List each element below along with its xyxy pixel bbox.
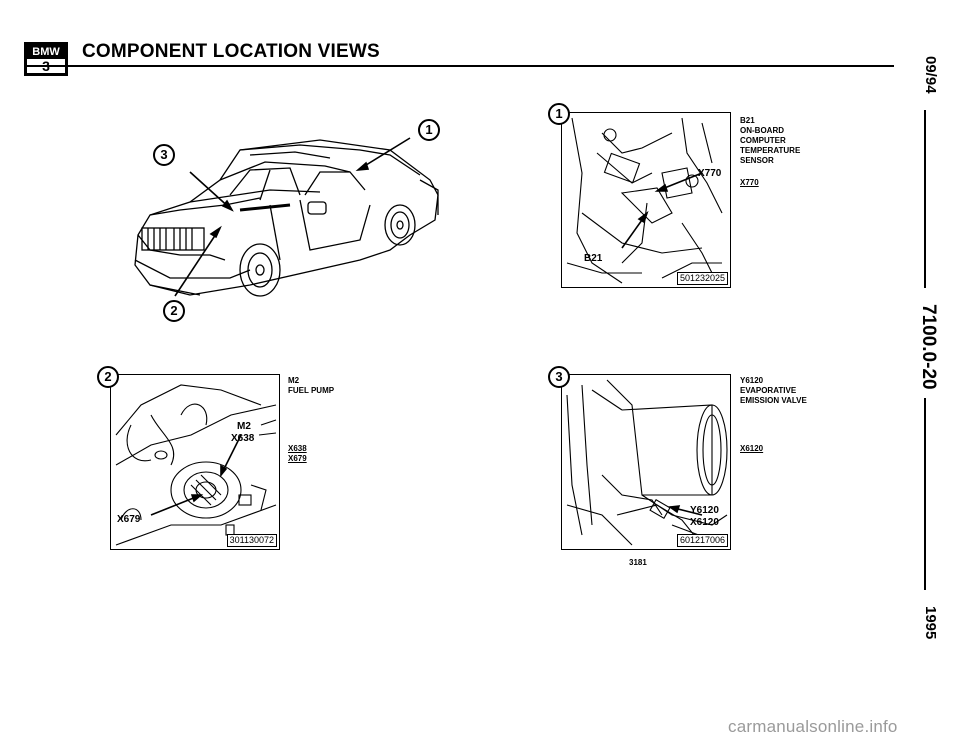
connector-x770: X770 xyxy=(740,178,759,187)
logo-brand: BMW xyxy=(27,45,65,59)
connector-x6120: X6120 xyxy=(740,444,764,453)
legend-panel-1: B21 ON-BOARD COMPUTER TEMPERATURE SENSOR… xyxy=(740,116,800,188)
connector-x679: X679 xyxy=(288,454,307,463)
diagram-label-m2: M2 xyxy=(237,421,251,432)
watermark: carmanualsonline.info xyxy=(728,717,898,736)
diagram-label-x638: X638 xyxy=(231,433,255,444)
page-title: COMPONENT LOCATION VIEWS xyxy=(82,41,380,62)
fuel-pump-illustration xyxy=(115,384,277,546)
sidebar-doc-number: 7100.0-20 xyxy=(918,304,939,390)
b21-sensor-illustration xyxy=(566,117,723,284)
overview-callout-2: 2 xyxy=(163,300,185,322)
header-rule xyxy=(24,65,894,67)
component-name-line: SENSOR xyxy=(740,156,774,165)
component-code-b21: B21 xyxy=(740,116,755,125)
diagram-label-x679: X679 xyxy=(117,514,141,525)
bmw-logo: BMW 3 xyxy=(24,42,68,76)
evap-valve-illustration xyxy=(566,379,728,546)
detail-panel-1: X770 B21 501232025 xyxy=(561,112,731,288)
component-name-line: ON-BOARD xyxy=(740,126,784,135)
figure-id-2: 301130072 xyxy=(226,534,277,547)
car-overview-illustration xyxy=(134,137,439,297)
component-code-y6120: Y6120 xyxy=(740,376,764,385)
connector-x638: X638 xyxy=(288,444,307,453)
component-name-line: EVAPORATIVE xyxy=(740,386,797,395)
panel-callout-2: 2 xyxy=(97,366,119,388)
component-name-line: FUEL PUMP xyxy=(288,386,335,395)
sidebar-date: 09/94 xyxy=(922,56,939,94)
page-code: 3181 xyxy=(629,558,647,567)
component-name-line: COMPUTER xyxy=(740,136,786,145)
legend-panel-2: M2 FUEL PUMP X638 X679 xyxy=(288,376,334,464)
sidebar-year: 1995 xyxy=(922,606,939,640)
component-name-line: EMISSION VALVE xyxy=(740,396,807,405)
legend-panel-3: Y6120 EVAPORATIVE EMISSION VALVE X6120 xyxy=(740,376,807,454)
detail-panel-3: Y6120 X6120 601217006 xyxy=(561,374,731,550)
diagram-label-y6120: Y6120 xyxy=(690,505,719,516)
detail-panel-2: M2 X638 X679 301130072 xyxy=(110,374,280,550)
overview-callout-1: 1 xyxy=(418,119,440,141)
diagram-label-x770: X770 xyxy=(698,168,722,179)
sidebar-divider-2 xyxy=(924,398,926,590)
figure-id-3: 601217006 xyxy=(676,534,728,547)
figure-id-1: 501232025 xyxy=(676,272,728,285)
diagram-label-b21: B21 xyxy=(584,253,603,264)
overview-callout-3: 3 xyxy=(153,144,175,166)
diagram-label-x6120: X6120 xyxy=(690,517,719,528)
component-name-line: TEMPERATURE xyxy=(740,146,801,155)
panel-callout-1: 1 xyxy=(548,103,570,125)
panel-callout-3: 3 xyxy=(548,366,570,388)
sidebar-divider-1 xyxy=(924,110,926,288)
component-code-m2: M2 xyxy=(288,376,300,385)
